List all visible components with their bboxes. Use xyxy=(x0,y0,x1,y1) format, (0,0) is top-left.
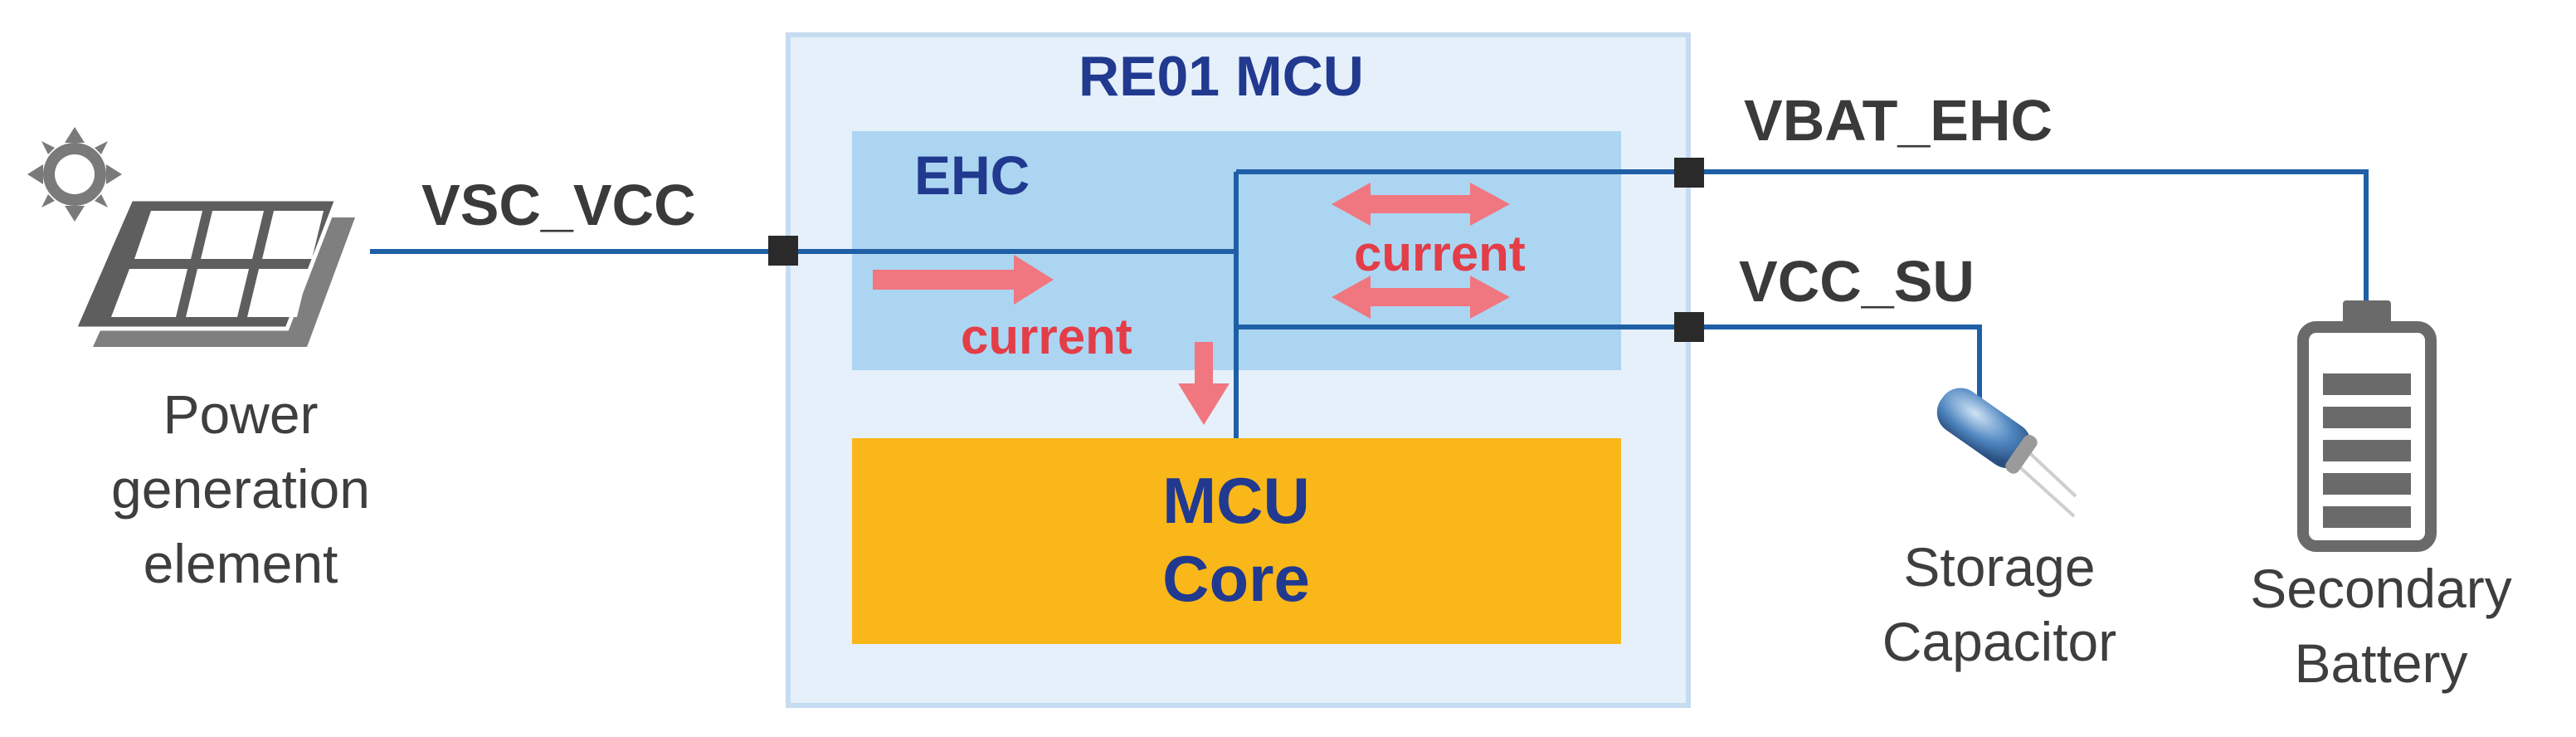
vsc-vcc-terminal xyxy=(768,236,798,266)
secondary-battery-line-2: Battery xyxy=(2294,632,2468,694)
vbat-ehc-wire xyxy=(1236,169,2369,309)
solar-panel-icon xyxy=(71,197,355,347)
core-current-arrow xyxy=(1178,342,1230,425)
power-generation-label: Power generation element xyxy=(50,377,431,601)
bidirectional-current-label: current xyxy=(1354,226,1526,281)
mcu-core-line-1: MCU xyxy=(1162,464,1310,537)
mcu-core-label: MCU Core xyxy=(1112,461,1361,617)
mcu-core-block xyxy=(852,438,1621,644)
power-generation-line-3: element xyxy=(143,533,338,594)
battery-icon xyxy=(2297,300,2437,552)
sun-icon xyxy=(27,127,122,222)
ehc-label: EHC xyxy=(914,144,1030,206)
vbat-ehc-label: VBAT_EHC xyxy=(1744,88,2053,153)
power-generation-line-2: generation xyxy=(111,458,370,520)
power-generation-line-1: Power xyxy=(163,383,319,445)
secondary-battery-label: Secondary Battery xyxy=(2232,551,2530,700)
secondary-battery-line-1: Secondary xyxy=(2250,558,2512,619)
input-current-label: current xyxy=(961,309,1132,364)
input-current-arrow xyxy=(873,255,1054,305)
bidirectional-arrow-bottom xyxy=(1332,276,1510,319)
vsc-vcc-label: VSC_VCC xyxy=(421,173,696,237)
vbat-ehc-terminal xyxy=(1674,158,1704,188)
storage-capacitor-line-1: Storage xyxy=(1903,536,2096,598)
vcc-su-label: VCC_SU xyxy=(1739,249,1975,314)
mcu-title: RE01 MCU xyxy=(1079,45,1364,108)
storage-capacitor-label: Storage Capacitor xyxy=(1833,530,2165,679)
mcu-core-line-2: Core xyxy=(1162,542,1310,615)
capacitor-icon xyxy=(1936,388,2077,518)
vcc-su-terminal xyxy=(1674,312,1704,342)
storage-capacitor-line-2: Capacitor xyxy=(1882,611,2117,672)
bidirectional-arrow-top xyxy=(1332,183,1510,226)
